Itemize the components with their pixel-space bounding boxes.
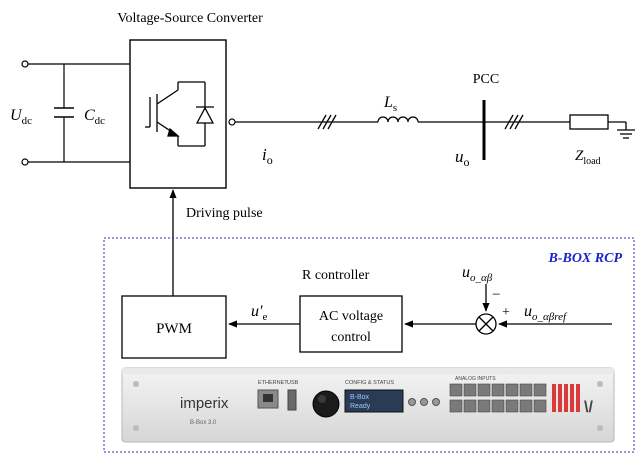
rack-screw-icon xyxy=(133,381,139,387)
bnc-connector-icon xyxy=(420,398,428,406)
control-knob-icon xyxy=(312,390,340,418)
load-resistor-icon xyxy=(569,114,609,130)
ac-voltage-label-line1: AC voltage xyxy=(319,309,383,324)
pwm-label: PWM xyxy=(156,321,192,337)
uoab-ref-label: uo_αβref xyxy=(524,303,568,323)
screen-line2: Ready xyxy=(350,403,371,410)
ls-label: Ls xyxy=(383,94,397,114)
ac-voltage-label-line2: control xyxy=(331,330,371,345)
bnc-connector-icon xyxy=(432,398,440,406)
rack-screw-icon xyxy=(597,381,603,387)
bbox-device-image: imperix B-Box 3.0 ETHERNET USB CONFIG & … xyxy=(121,367,615,443)
dc-link xyxy=(21,60,130,166)
status-screen xyxy=(344,389,404,413)
io-label: io xyxy=(262,145,273,167)
brand-mark-icon: \/ xyxy=(584,399,593,416)
ue-label: u′e xyxy=(251,303,268,323)
rack-screw-icon xyxy=(597,425,603,431)
bbox-title: B-BOX RCP xyxy=(547,251,622,266)
ac-voltage-control-block xyxy=(299,295,403,353)
pwm-block xyxy=(121,295,227,359)
output-terminal-icon xyxy=(228,118,236,126)
pcc-label: PCC xyxy=(473,72,499,87)
minus-sign: − xyxy=(492,287,500,303)
usb-label: USB xyxy=(287,380,299,386)
r-controller-label: R controller xyxy=(302,268,370,283)
device-brand: imperix xyxy=(180,395,229,412)
bbox-region xyxy=(103,237,635,453)
terminal-top-icon xyxy=(21,60,29,68)
rj45-port-grid xyxy=(449,383,547,413)
plus-sign: + xyxy=(502,305,510,320)
converter-title: Voltage-Source Converter xyxy=(117,11,263,26)
device-model: B-Box 3.0 xyxy=(190,420,217,426)
terminal-bottom-icon xyxy=(21,158,29,166)
zload-label: Zload xyxy=(575,148,601,167)
converter-box xyxy=(129,39,227,189)
usb-port-icon xyxy=(287,389,297,411)
screen-line1: B-Box xyxy=(350,394,370,401)
summing-junction-icon xyxy=(475,313,497,335)
optical-connectors xyxy=(552,384,580,412)
uoab-label: uo_αβ xyxy=(462,264,493,284)
bnc-connector-icon xyxy=(408,398,416,406)
inductor-icon xyxy=(377,116,419,123)
driving-pulse-label: Driving pulse xyxy=(186,206,263,221)
uo-label: uo xyxy=(455,147,470,169)
udc-label: Udc xyxy=(10,107,32,127)
cdc-label: Cdc xyxy=(84,107,105,127)
config-status-label: CONFIG & STATUS xyxy=(345,380,394,386)
ac-line xyxy=(235,100,635,160)
analog-inputs-label: ANALOG INPUTS xyxy=(455,376,496,382)
rack-screw-icon xyxy=(133,425,139,431)
ethernet-label: ETHERNET xyxy=(258,380,288,386)
igbt-diode-icon xyxy=(145,81,215,147)
